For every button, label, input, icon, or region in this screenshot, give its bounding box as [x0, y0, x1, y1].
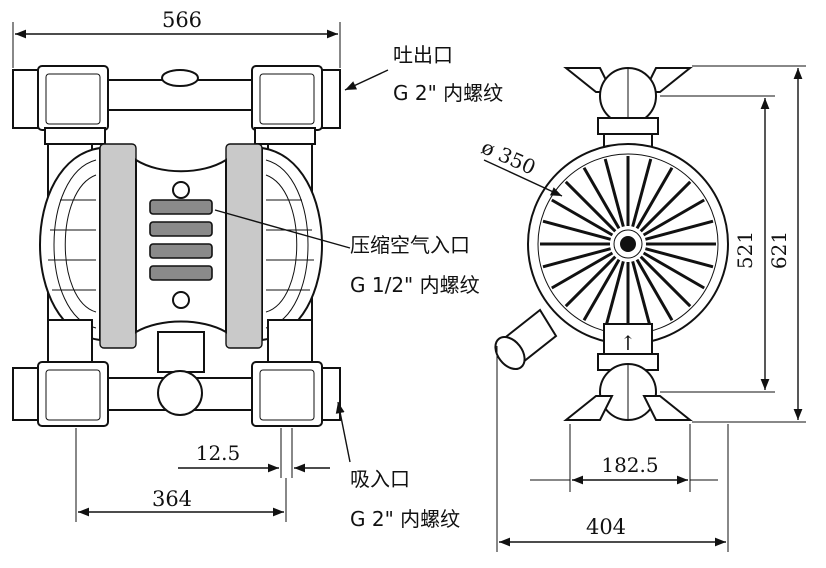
dim-621-label: 621 [767, 231, 791, 269]
side-view: ↑ ↑ ø 350 [478, 65, 806, 552]
housing-rib [635, 167, 674, 230]
housing-rib [639, 180, 692, 233]
housing-rib [642, 198, 705, 237]
housing-rib [551, 198, 614, 237]
bottom-bracket: ↑ [563, 323, 693, 421]
inlet-callout: 吸入口 G 2" 内螺纹 [335, 401, 460, 531]
housing-rib [639, 255, 692, 308]
bottom-flow-arrow-icon: ↑ [620, 331, 637, 355]
inlet-thread: G 2" 内螺纹 [350, 507, 460, 531]
housing-rib [582, 258, 621, 321]
dim-12-5: 12.5 [178, 428, 330, 478]
center-section [135, 158, 227, 334]
dim-621: 621 [692, 65, 806, 423]
housing-ribs [540, 156, 716, 332]
housing-rib [564, 180, 617, 233]
air-inlet-name: 压缩空气入口 [350, 233, 470, 257]
dim-566: 566 [12, 8, 341, 68]
housing-rib [644, 247, 714, 269]
air-inlet-callout: 压缩空气入口 G 1/2" 内螺纹 [214, 209, 480, 297]
housing-rib [644, 219, 714, 241]
outlet-callout: 吐出口 G 2" 内螺纹 [344, 43, 503, 105]
outlet-name: 吐出口 [393, 43, 453, 67]
dim-364: 364 [75, 428, 287, 522]
housing-rib [542, 247, 612, 269]
dim-566-label: 566 [162, 8, 202, 32]
housing-rib [642, 251, 705, 290]
housing-rib [635, 258, 674, 321]
left-clamp-plate [99, 143, 137, 349]
inlet-name: 吸入口 [350, 467, 410, 491]
dim-diameter-label: ø 350 [478, 135, 539, 180]
housing-rib [603, 158, 625, 228]
air-inlet-thread: G 1/2" 内螺纹 [350, 273, 480, 297]
outlet-thread: G 2" 内螺纹 [393, 81, 503, 105]
dim-521: 521 [660, 95, 775, 393]
diaphragm-housing [527, 143, 729, 345]
housing-rib [542, 219, 612, 241]
housing-rib [603, 260, 625, 330]
inlet-stub [494, 308, 558, 370]
front-view: 566 12.5 364 [12, 8, 341, 522]
right-clamp-plate [225, 143, 263, 349]
housing-rib [631, 260, 653, 330]
dim-364-label: 364 [152, 487, 192, 511]
inlet-manifold [12, 319, 341, 427]
dim-182-5: 182.5 [530, 424, 718, 492]
dim-404-label: 404 [586, 515, 626, 539]
dim-404: 404 [496, 346, 729, 552]
dim-182-5-label: 182.5 [601, 453, 658, 477]
drop-tube [157, 331, 205, 373]
dim-521-label: 521 [733, 231, 757, 269]
housing-rib [582, 167, 621, 230]
housing-rib [551, 251, 614, 290]
dim-12-5-label: 12.5 [196, 441, 241, 465]
housing-rib [631, 158, 653, 228]
housing-rib [564, 255, 617, 308]
outlet-manifold [12, 65, 341, 145]
